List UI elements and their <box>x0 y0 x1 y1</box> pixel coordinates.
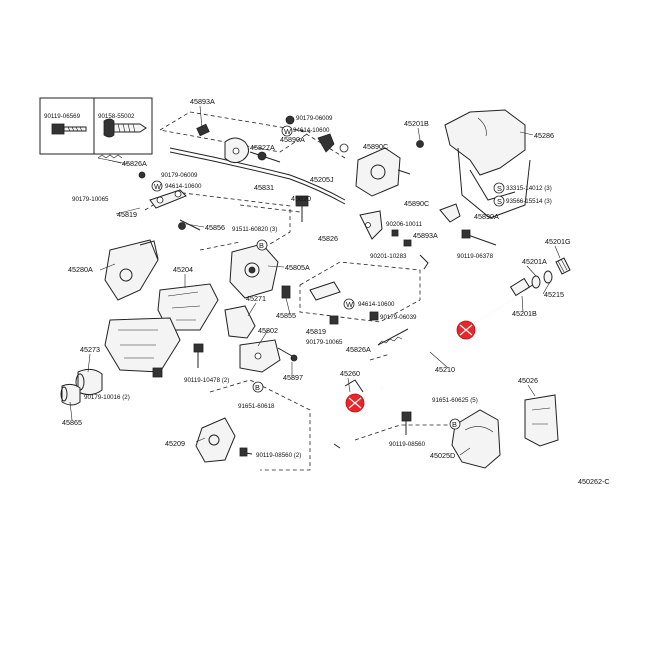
inset-label-screw: 90158-55002 <box>98 113 135 120</box>
bolt-symbol <box>449 418 461 430</box>
part-label: 45805A <box>285 263 310 272</box>
part-label: 45827A <box>250 143 275 152</box>
part-label: 45826 <box>318 234 338 243</box>
part-label: 45026 <box>518 376 538 385</box>
svg-text:S: S <box>497 197 502 206</box>
washer-symbol <box>343 298 355 310</box>
part-label: 45897 <box>283 373 303 382</box>
svg-text:S: S <box>497 184 502 193</box>
part-label: 45273 <box>80 345 100 354</box>
svg-text:B: B <box>255 383 260 392</box>
part-label: 33315-14012 (3) <box>506 185 552 192</box>
washer-symbol <box>151 180 163 192</box>
part-label: 45215 <box>544 290 564 299</box>
bracket-45026 <box>524 394 559 447</box>
part-label: 94614-10600 <box>358 301 395 308</box>
diagram-id: 450262-C <box>578 477 610 486</box>
svg-text:B: B <box>452 420 457 429</box>
part-label: 90179-06009 <box>296 115 333 122</box>
part-label: 45201A <box>522 257 547 266</box>
screw-symbol <box>493 195 505 207</box>
part-label: 45210 <box>435 365 455 374</box>
cable-linkage <box>97 123 346 231</box>
bolt-symbol <box>256 239 268 251</box>
bolt-symbol <box>252 381 264 393</box>
part-label: 45201B <box>512 309 537 318</box>
screw-symbol <box>493 182 505 194</box>
column-cover-upper <box>444 109 531 219</box>
svg-text:W: W <box>284 127 291 136</box>
part-label: 91511-60820 (3) <box>232 226 277 233</box>
part-label: 45819 <box>306 327 326 336</box>
part-label: 90201-10283 <box>370 253 407 260</box>
part-label: 90119-06378 <box>457 253 494 260</box>
part-label: 45826A <box>346 345 371 354</box>
part-label: 91651-60618 <box>238 403 275 410</box>
part-label: 45820 <box>291 194 311 203</box>
part-label: 45865 <box>62 418 82 427</box>
leader-lines <box>69 105 561 456</box>
part-label: 90179-06039 <box>380 314 417 321</box>
part-label: 45280A <box>68 265 93 274</box>
lower-joint <box>195 417 253 463</box>
part-label: 45890C <box>404 199 429 208</box>
small-parts-lower <box>152 281 409 378</box>
part-label: 90179-10016 (2) <box>84 394 130 401</box>
hex-bolt-icon <box>51 123 87 135</box>
part-labels: 45893A 90179-06009 94614-10600 45890A 45… <box>62 97 571 460</box>
svg-text:W: W <box>346 300 353 309</box>
column-bracket-assembly <box>104 239 256 373</box>
tapping-screw-icon <box>103 118 147 138</box>
svg-text:W: W <box>154 182 161 191</box>
symbol-markers: W W W S S B B B <box>151 125 505 430</box>
part-label: 45890C <box>363 142 388 151</box>
upper-u-joint-highlight <box>456 320 476 340</box>
part-label: 45855 <box>276 311 296 320</box>
part-label: 45209 <box>165 439 185 448</box>
part-label: 45204 <box>173 265 193 274</box>
part-label: 45271 <box>246 294 266 303</box>
washer-symbol <box>281 125 293 137</box>
part-label: 90206-10011 <box>386 221 423 228</box>
part-label: 45819 <box>117 210 137 219</box>
part-label: 45856 <box>205 223 225 232</box>
part-label: 91651-60625 (5) <box>432 397 478 404</box>
part-label: 45260 <box>340 369 360 378</box>
part-label: 45826A <box>122 159 147 168</box>
steering-shaft <box>381 257 571 389</box>
svg-text:B: B <box>259 241 264 250</box>
part-label: 45890A <box>474 212 499 221</box>
part-label: 45890A <box>280 135 305 144</box>
spring-coil-icon <box>555 257 571 275</box>
part-label: 90179-10065 <box>72 196 109 203</box>
fastener-inset: 90119-06569 90158-55002 <box>39 97 153 155</box>
part-label: 45286 <box>534 131 554 140</box>
part-label: 45205J <box>310 175 334 184</box>
column-cover-lower <box>401 409 501 469</box>
part-label: 94614-10600 <box>165 183 202 190</box>
part-label: 90119-08560 <box>389 441 426 448</box>
inset-label-bolt: 90119-06569 <box>44 113 81 120</box>
part-label: 90119-10478 (2) <box>184 377 229 384</box>
part-label: 45201G <box>545 237 571 246</box>
lock-assembly <box>317 133 411 197</box>
part-label: 90179-06009 <box>161 172 198 179</box>
collar-parts <box>60 368 103 406</box>
part-label: 45025D <box>430 451 455 460</box>
part-label: 90179-10065 <box>306 339 343 346</box>
part-label: 45831 <box>254 183 274 192</box>
part-label: 94614-10600 <box>293 127 330 134</box>
part-label: 45893A <box>413 231 438 240</box>
part-label: 45893A <box>190 97 215 106</box>
small-parts-upper <box>285 115 497 270</box>
part-label: 93566-15514 (3) <box>506 198 552 205</box>
part-label: 90119-08560 (2) <box>256 452 301 459</box>
intermediate-shaft <box>333 379 365 449</box>
tilt-assembly <box>229 243 291 299</box>
part-label: 45201B <box>404 119 429 128</box>
lower-u-joint-highlight <box>345 393 365 413</box>
